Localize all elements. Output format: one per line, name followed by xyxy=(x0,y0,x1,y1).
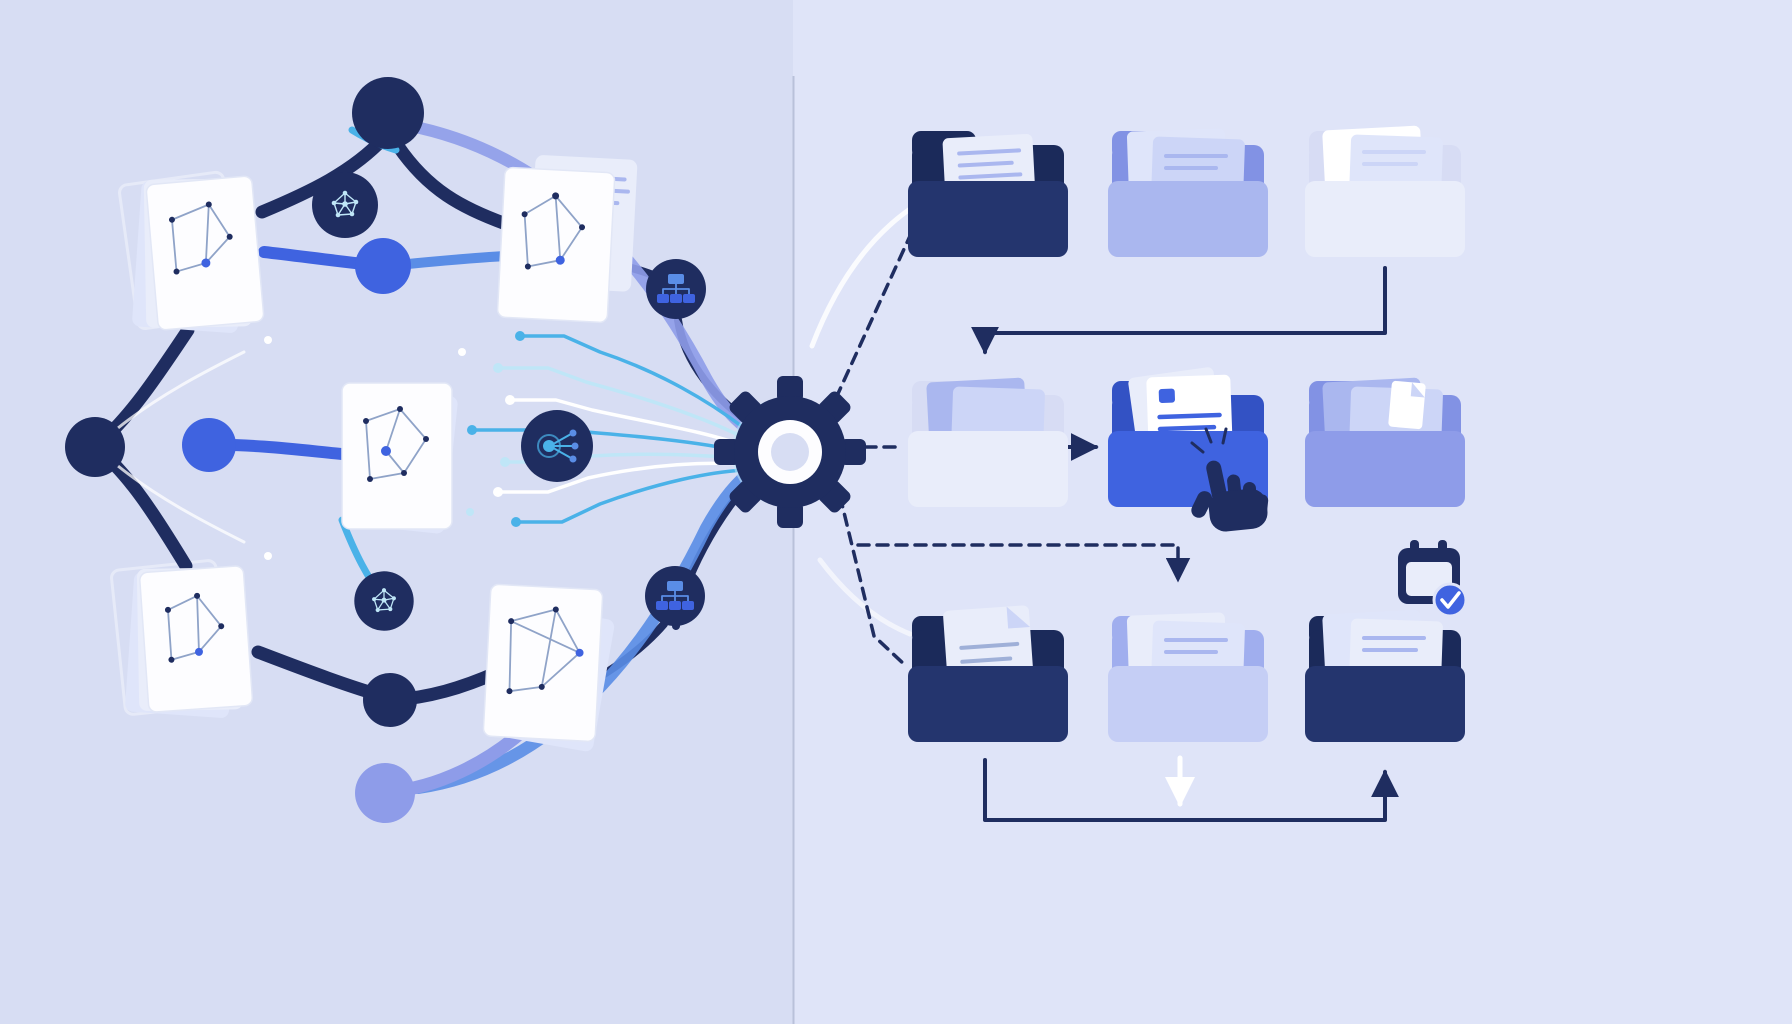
node-circle xyxy=(363,673,417,727)
gear-teeth xyxy=(714,376,866,528)
document-network-icon xyxy=(132,175,265,333)
neural-document-network xyxy=(65,77,772,823)
white-connector-curve xyxy=(817,557,913,637)
node-circle xyxy=(355,763,415,823)
arrow-connector xyxy=(971,266,1399,822)
white-swoosh-lines xyxy=(116,350,246,544)
folder-icon-light xyxy=(908,377,1068,507)
cursor-hand-icon xyxy=(1191,460,1269,532)
hub-node-icon xyxy=(521,410,593,482)
accent-dot xyxy=(264,552,272,560)
folder-icon-blue-selected xyxy=(1108,367,1269,532)
neural-cluster-icon xyxy=(354,571,414,631)
check-icon xyxy=(1440,591,1461,609)
folder-icon-lavender xyxy=(1108,128,1268,257)
folder-icon-dark xyxy=(908,131,1068,257)
node-circle xyxy=(352,77,424,149)
folder-icon-dark xyxy=(1305,609,1465,742)
folded-paper xyxy=(1388,380,1426,430)
folder-workflow xyxy=(809,125,1468,822)
folder-icon-periwinkle xyxy=(1305,377,1465,507)
accent-dot xyxy=(264,336,272,344)
document-network-icon xyxy=(496,155,638,324)
document-network-icon xyxy=(125,565,254,718)
node-circle xyxy=(182,418,236,472)
hierarchy-icon xyxy=(646,259,706,319)
gear-icon xyxy=(714,376,866,528)
calendar-check-icon xyxy=(1398,540,1468,618)
folder-icon-lavender xyxy=(1108,612,1268,742)
folder-icon-light xyxy=(1305,125,1465,257)
gear-hub-hole xyxy=(771,433,809,471)
document-network-icon xyxy=(341,382,458,534)
folder-icon-dark xyxy=(908,605,1068,742)
click-spark-icon xyxy=(1190,427,1228,454)
hierarchy-icon xyxy=(645,566,705,626)
node-circle xyxy=(355,238,411,294)
document-network-icon xyxy=(482,583,615,752)
node-circle xyxy=(65,417,125,477)
neural-cluster-icon xyxy=(312,172,378,238)
